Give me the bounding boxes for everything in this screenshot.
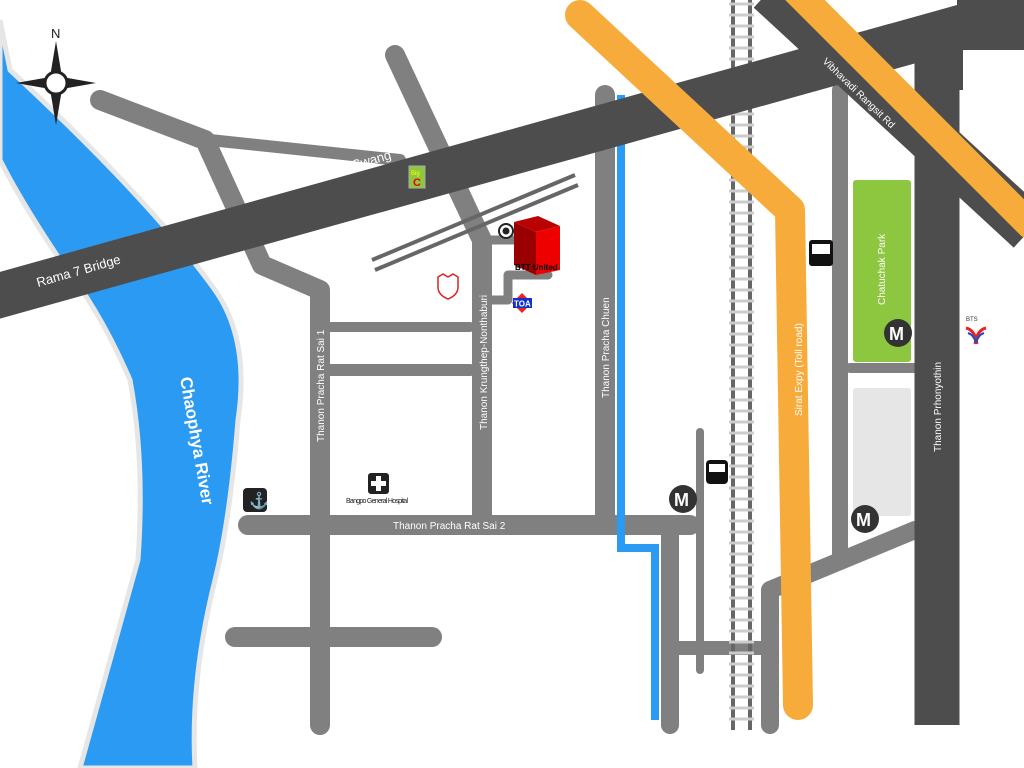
label-krungthep-nonthaburi: Thanon Krungthep-Nonthaburi: [479, 295, 490, 430]
metro-icon: M: [669, 485, 697, 513]
metro-icon: M: [851, 505, 879, 533]
local-roads: [90, 45, 924, 735]
grey-block: [853, 388, 911, 516]
railway-branch: [371, 173, 579, 272]
svg-text:M: M: [889, 324, 904, 344]
chatuchak-park: [853, 180, 911, 362]
label-phahonyothin: Thanon Prhonyothin: [933, 362, 944, 452]
train-icon: [706, 460, 728, 484]
toa-logo: TOA: [512, 293, 532, 313]
chaophya-river: [0, 19, 244, 768]
label-sirat: Sirat Expy (Toll road): [794, 323, 805, 416]
bigc-top: Big: [411, 171, 420, 177]
shield-icon: [437, 273, 459, 300]
canal: [617, 95, 659, 720]
bts-text: BTS: [966, 317, 978, 323]
target-pin-dot: [502, 227, 510, 235]
compass-icon: N: [16, 26, 96, 125]
metro-icon: M: [884, 319, 912, 347]
toa-text: TOA: [514, 300, 531, 309]
label-pracha-rat-sai-2: Thanon Pracha Rat Sai 2: [393, 521, 506, 532]
label-pracha-chuen: Thanon Pracha Chuen: [601, 297, 612, 398]
compass-north: N: [51, 26, 60, 41]
svg-text:⚓: ⚓: [249, 491, 269, 510]
btt-building-icon: [514, 216, 560, 275]
bigc-logo: Big C: [408, 165, 426, 189]
svg-text:M: M: [674, 490, 689, 510]
bus-icon: [809, 240, 833, 266]
label-chatuchak-park: Chatuchak Park: [877, 233, 888, 305]
pier-anchor-icon: ⚓: [243, 488, 269, 512]
bigc-bottom: C: [413, 177, 421, 189]
label-pracha-rat-sai-1: Thanon Pracha Rat Sai 1: [316, 329, 327, 442]
label-hospital: Bangpo General Hospital: [346, 498, 408, 505]
svg-text:M: M: [856, 510, 871, 530]
expressways: [565, 0, 1024, 720]
bts-logo: BTS: [965, 317, 987, 345]
label-btt-united: BTT United: [515, 263, 558, 272]
hospital-icon: [368, 473, 389, 494]
